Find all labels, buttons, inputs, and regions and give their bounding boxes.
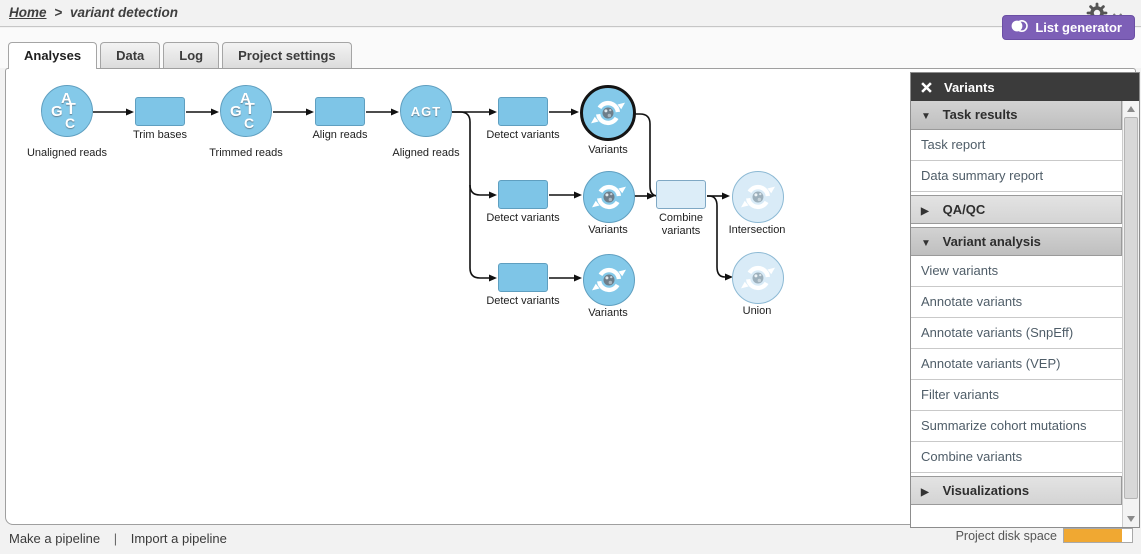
panel-body: ▼ Task results Task report Data summary …: [911, 101, 1122, 527]
agt-aligned-icon: AGT: [410, 103, 442, 119]
node-label: Variants: [588, 224, 628, 236]
variants-dna-icon: [741, 184, 775, 210]
node-unaligned-reads[interactable]: A G T C: [41, 85, 93, 137]
scroll-down-arrow[interactable]: [1127, 516, 1135, 522]
make-a-pipeline-link[interactable]: Make a pipeline: [9, 531, 101, 546]
tab-log[interactable]: Log: [163, 42, 220, 68]
breadcrumb-separator: >: [54, 5, 63, 20]
section-task-results[interactable]: ▼ Task results: [911, 101, 1122, 130]
node-label: Intersection: [728, 224, 786, 236]
item-annotate-variants-vep[interactable]: Annotate variants (VEP): [911, 349, 1122, 380]
item-filter-variants[interactable]: Filter variants: [911, 380, 1122, 411]
node-label: Trim bases: [133, 129, 187, 141]
variants-dna-icon: [592, 184, 626, 210]
breadcrumb-current: variant detection: [69, 5, 178, 20]
node-label: Detect variants: [486, 129, 560, 141]
node-align-reads[interactable]: [315, 97, 365, 126]
variants-dna-icon: [592, 267, 626, 293]
item-data-summary-report[interactable]: Data summary report: [911, 161, 1122, 192]
node-detect-variants-3[interactable]: [498, 263, 548, 292]
list-generator-button[interactable]: List generator: [1002, 15, 1135, 40]
node-variants-1-selected[interactable]: [580, 85, 636, 141]
list-generator-icon: [1011, 19, 1029, 36]
tab-strip: Analyses Data Log Project settings: [0, 28, 1141, 69]
node-label: Variants: [588, 144, 628, 156]
section-variant-analysis[interactable]: ▼ Variant analysis: [911, 227, 1122, 256]
triangle-down-icon: ▼: [921, 238, 931, 249]
node-trim-bases[interactable]: [135, 97, 185, 126]
close-icon[interactable]: [921, 81, 932, 93]
triangle-down-icon: ▼: [921, 111, 931, 122]
node-union[interactable]: [732, 252, 784, 304]
scrollbar-thumb[interactable]: [1124, 117, 1138, 499]
section-qa-qc[interactable]: ▶ QA/QC: [911, 195, 1122, 224]
node-label: Unaligned reads: [26, 147, 108, 159]
tab-analyses[interactable]: Analyses: [8, 42, 98, 69]
acgt-reads-icon: A G T C: [230, 90, 255, 131]
node-label: Align reads: [312, 129, 368, 141]
node-variants-3[interactable]: [583, 254, 635, 306]
breadcrumb-home-link[interactable]: Home: [9, 5, 47, 20]
node-variants-2[interactable]: [583, 171, 635, 223]
project-disk-space: Project disk space: [956, 528, 1133, 543]
panel-scrollbar[interactable]: [1122, 101, 1139, 527]
item-annotate-variants-snpeff[interactable]: Annotate variants (SnpEff): [911, 318, 1122, 349]
variants-dna-icon: [741, 265, 775, 291]
links-separator: |: [113, 531, 118, 546]
item-combine-variants[interactable]: Combine variants: [911, 442, 1122, 473]
triangle-right-icon: ▶: [921, 487, 929, 498]
item-summarize-cohort-mutations[interactable]: Summarize cohort mutations: [911, 411, 1122, 442]
item-view-variants[interactable]: View variants: [911, 256, 1122, 287]
tab-project-settings[interactable]: Project settings: [222, 42, 352, 68]
node-combine-variants[interactable]: [656, 180, 706, 209]
breadcrumb: Home > variant detection: [9, 5, 178, 20]
triangle-right-icon: ▶: [921, 206, 929, 217]
import-a-pipeline-link[interactable]: Import a pipeline: [130, 531, 227, 546]
node-aligned-reads[interactable]: AGT: [400, 85, 452, 137]
section-visualizations[interactable]: ▶ Visualizations: [911, 476, 1122, 505]
item-annotate-variants[interactable]: Annotate variants: [911, 287, 1122, 318]
tab-data[interactable]: Data: [100, 42, 161, 68]
node-label: Aligned reads: [392, 147, 460, 159]
node-label: Variants: [588, 307, 628, 319]
panel-header: Variants: [911, 73, 1139, 101]
node-detect-variants-1[interactable]: [498, 97, 548, 126]
variants-task-panel: Variants ▼ Task results Task report Data…: [910, 72, 1140, 528]
node-label: Detect variants: [486, 212, 560, 224]
panel-title: Variants: [944, 79, 995, 95]
disk-space-bar: [1063, 528, 1133, 543]
node-label: Detect variants: [486, 295, 560, 307]
acgt-reads-icon: A G T C: [51, 90, 76, 131]
node-detect-variants-2[interactable]: [498, 180, 548, 209]
node-intersection[interactable]: [732, 171, 784, 223]
disk-usage-fill: [1064, 529, 1122, 542]
item-task-report[interactable]: Task report: [911, 130, 1122, 161]
variants-dna-icon: [591, 100, 625, 126]
node-label: Trimmed reads: [209, 147, 283, 159]
node-label: Combine variants: [658, 212, 704, 237]
pipeline-footer-links: Make a pipeline | Import a pipeline: [9, 531, 227, 546]
node-trimmed-reads[interactable]: A G T C: [220, 85, 272, 137]
top-bar: Home > variant detection: [0, 0, 1141, 27]
disk-space-label: Project disk space: [955, 528, 1057, 543]
scroll-up-arrow[interactable]: [1127, 106, 1135, 112]
node-label: Union: [742, 305, 772, 317]
